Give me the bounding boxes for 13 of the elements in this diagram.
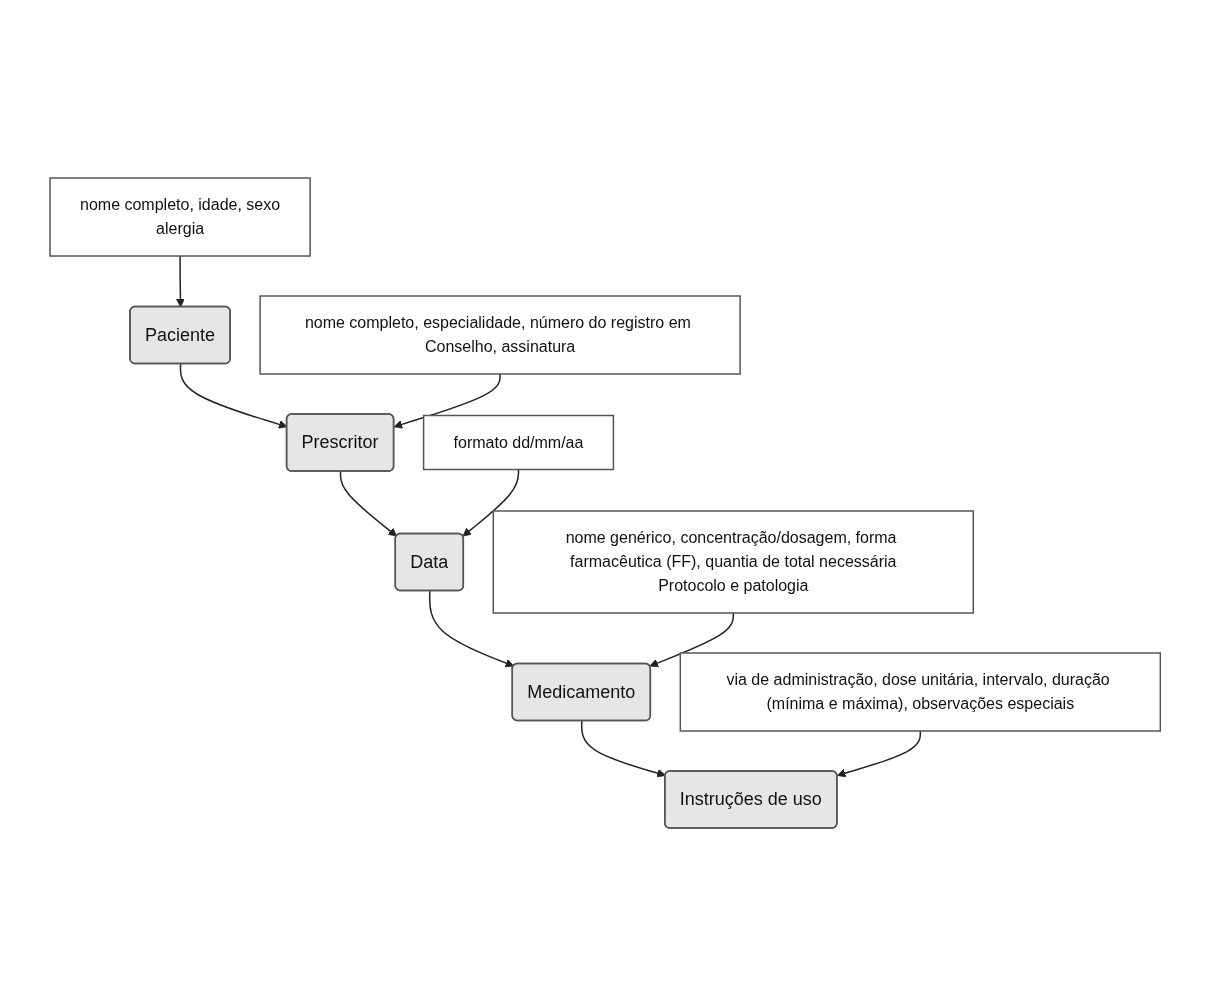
arrow bbox=[649, 611, 735, 667]
node-box: formato dd/mm/aa bbox=[423, 414, 615, 470]
arrow bbox=[394, 372, 502, 429]
arrow bbox=[429, 589, 515, 667]
node-box: nome completo, idade, sexo alergia bbox=[49, 176, 312, 257]
node-box: via de administração, dose unitária, intervalo, duração (mínima e máxima), observações especiais bbox=[679, 651, 1162, 732]
arrow bbox=[581, 719, 667, 777]
arrow bbox=[837, 729, 922, 777]
arrow bbox=[176, 254, 186, 307]
arrow bbox=[462, 468, 520, 537]
node-box: nome completo, especialidade, número do registro em Conselho, assinatura bbox=[259, 294, 742, 375]
node-box: nome genérico, concentração/dosagem, forma farmacêutica (FF), quantia de total necessária Protocolo e patologia bbox=[492, 509, 975, 614]
arrow bbox=[340, 470, 398, 537]
